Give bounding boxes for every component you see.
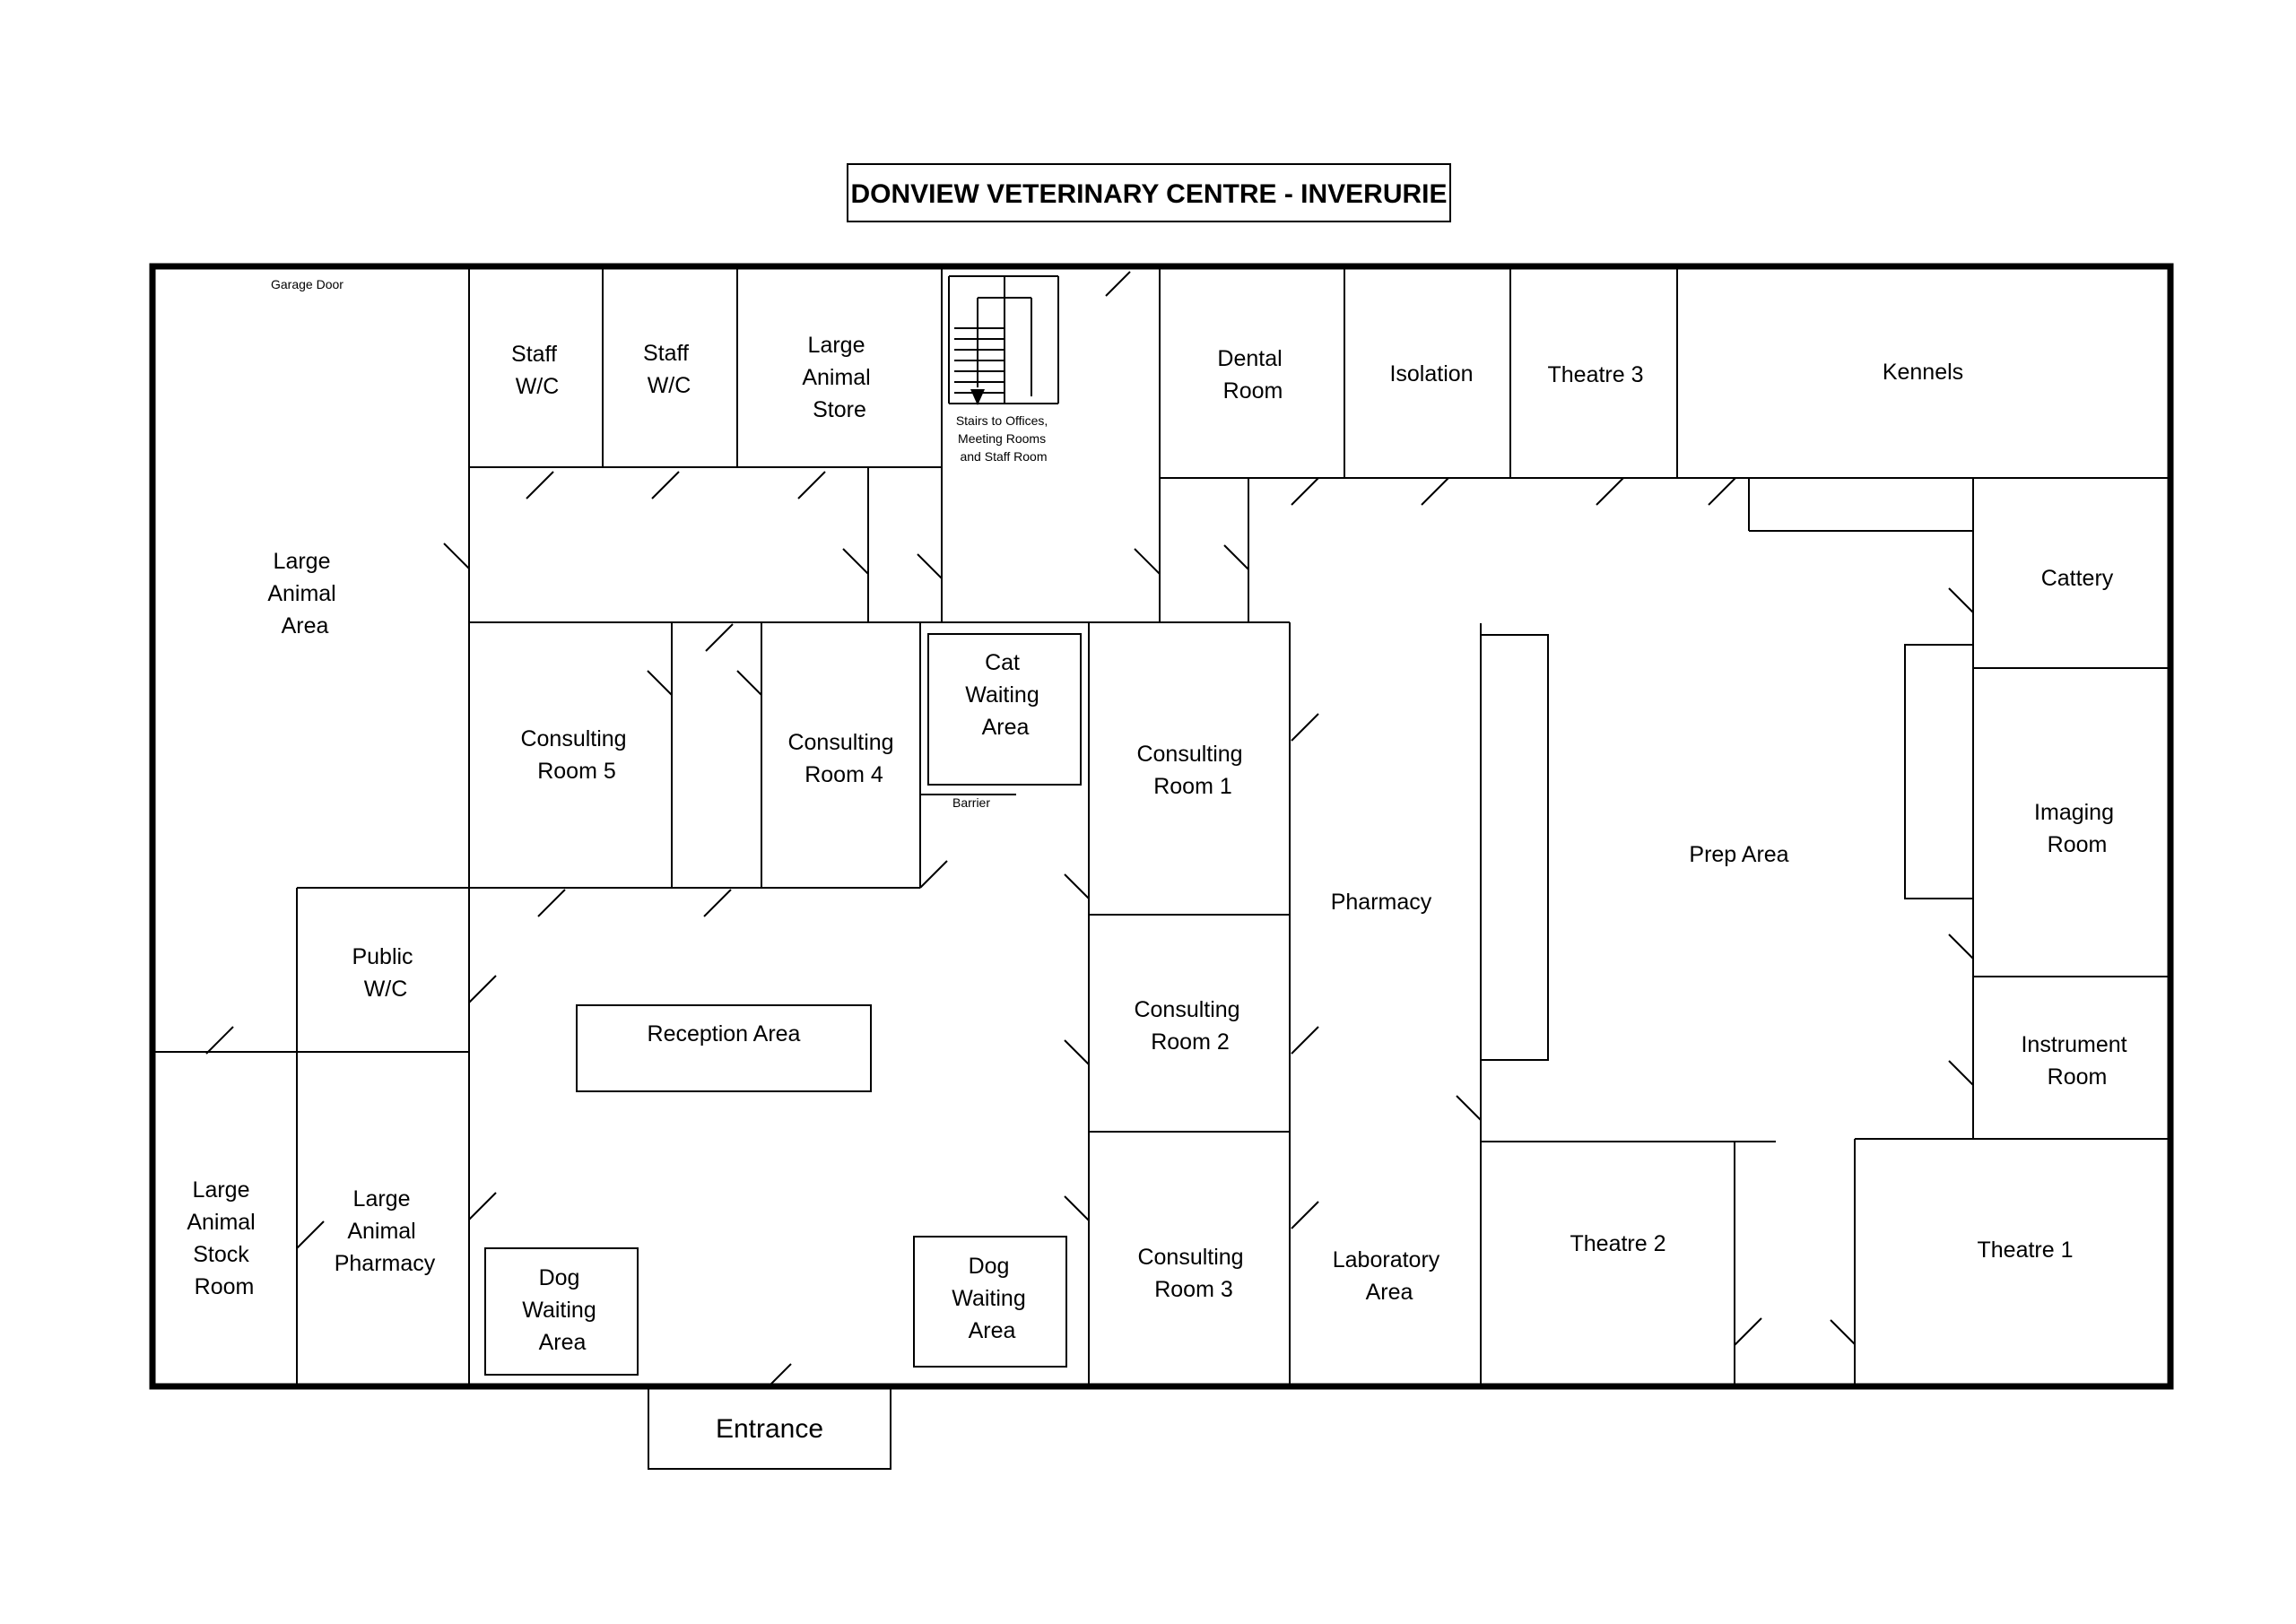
room-consulting-room-5: Consulting Room 5 [520,726,632,784]
room-instrument-room: Instrument Room [2021,1032,2133,1090]
reception-desk [576,1004,872,1092]
room-large-animal-pharmacy: Large Animal Pharmacy [335,1186,436,1276]
room-laboratory-area: Laboratory Area [1333,1247,1446,1305]
entrance[interactable]: Entrance [648,1385,891,1470]
room-dog-waiting-area-right: Dog Waiting Area [952,1254,1031,1343]
cat-waiting-area-box [927,633,1082,786]
stairs-icon [948,275,1059,405]
room-pharmacy: Pharmacy [1331,890,1432,915]
room-consulting-room-3: Consulting Room 3 [1137,1245,1249,1302]
room-prep-area: Prep Area [1689,842,1788,867]
room-reception-area: Reception Area [648,1021,801,1046]
room-consulting-room-1: Consulting Room 1 [1136,742,1248,799]
room-consulting-room-4: Consulting Room 4 [787,730,900,787]
room-public-wc: Public W/C [352,944,419,1002]
room-large-animal-stock-room: Large Animal Stock Room [187,1177,261,1299]
dog-waiting-area-left-box [484,1247,639,1376]
room-cat-waiting-area: Cat Waiting Area [965,650,1045,740]
interior-walls [152,266,2170,1386]
room-staff-wc-2: Staff W/C [643,341,695,398]
room-dog-waiting-area-left: Dog Waiting Area [522,1265,602,1355]
building-outline [149,263,2174,1390]
room-labels: Large Animal Area Staff W/C Staff W/C La… [187,333,2133,1355]
room-large-animal-store: Large Animal Store [802,333,876,422]
room-theatre-3: Theatre 3 [1547,362,1643,387]
plan-title: DONVIEW VETERINARY CENTRE - INVERURIE [850,179,1447,209]
stairs-note: Stairs to Offices, Meeting Rooms and Sta… [956,413,1051,464]
title-box: DONVIEW VETERINARY CENTRE - INVERURIE [847,163,1451,222]
room-kennels: Kennels [1883,360,1963,385]
doors [205,271,1974,1389]
room-consulting-room-2: Consulting Room 2 [1134,997,1246,1055]
dog-waiting-area-right-box [913,1236,1067,1368]
room-dental-room: Dental Room [1217,346,1288,404]
garage-door-note: Garage Door [271,277,344,291]
room-staff-wc-1: Staff W/C [511,342,563,399]
room-large-animal-area: Large Animal Area [267,549,342,638]
room-cattery: Cattery [2041,566,2114,591]
room-theatre-2: Theatre 2 [1570,1231,1665,1256]
room-theatre-1: Theatre 1 [1977,1238,2073,1263]
entrance-label: Entrance [716,1414,823,1444]
room-imaging-room: Imaging Room [2034,800,2120,857]
room-isolation: Isolation [1389,361,1473,386]
barrier-note: Barrier [952,795,990,810]
